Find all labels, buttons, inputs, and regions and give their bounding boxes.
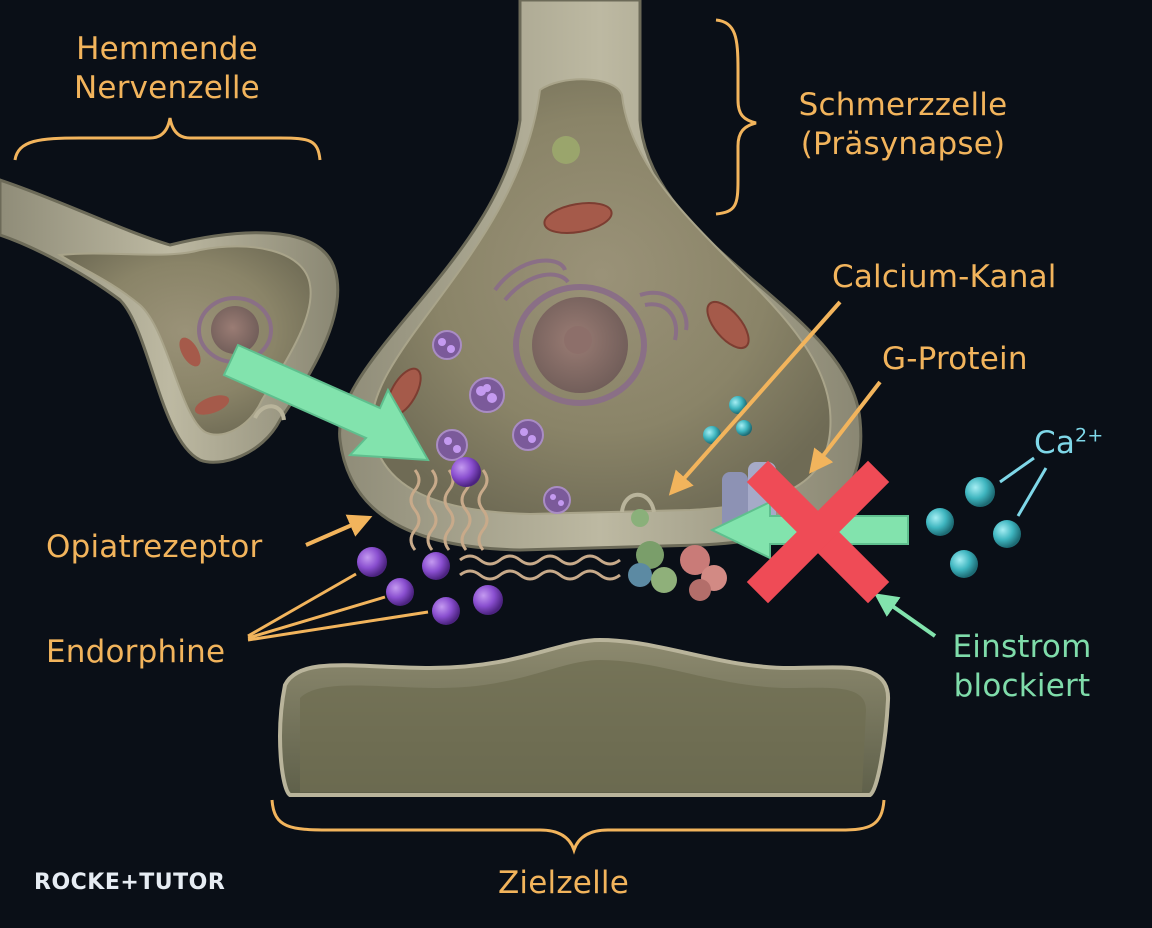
endorphin-molecules: [357, 547, 503, 625]
influx-blocked-label: Einstrom blockiert: [930, 628, 1114, 706]
endorphine-pointer-lines: [247, 572, 429, 642]
target-cell-brace: [270, 799, 886, 855]
pain-cell-label-line2: (Präsynapse): [800, 125, 1006, 162]
signal-arrow: [222, 343, 430, 462]
g-protein-arrow: [809, 380, 882, 474]
opiate-receptor-protein: [409, 457, 621, 581]
influx-blocked-label-line2: blockiert: [953, 667, 1091, 704]
inhibitory-neuron-label: Hemmende Nervenzelle: [52, 30, 282, 108]
blocked-cross-icon: [746, 460, 890, 604]
inhibitory-neuron-label-line2: Nervenzelle: [74, 69, 260, 106]
pain-cell-label-line1: Schmerzzelle: [798, 87, 1008, 123]
target-cell: [278, 637, 891, 797]
calcium-ion-symbol: Ca: [1034, 425, 1076, 461]
inhibitory-neuron: [0, 178, 340, 464]
calcium-channel-arrow: [668, 300, 842, 496]
endorphins-label: Endorphine: [46, 634, 226, 670]
opiate-receptor-arrow: [305, 514, 373, 547]
influx-blocked-label-line1: Einstrom: [952, 629, 1092, 665]
calcium-ions: [926, 477, 1021, 578]
pain-cell-brace: [715, 18, 757, 216]
influx-blocked-arrow: [874, 593, 937, 638]
brand-logo: ROCKE+TUTOR: [34, 870, 226, 895]
g-protein-label: G-Protein: [882, 341, 1028, 377]
calcium-ion-charge: 2+: [1075, 424, 1104, 447]
pain-cell-label: Schmerzzelle (Präsynapse): [772, 86, 1034, 164]
inhibitory-neuron-brace: [13, 117, 322, 161]
opiate-receptor-label: Opiatrezeptor: [46, 529, 263, 565]
calcium-ion-pointer-lines: [999, 456, 1048, 517]
inhibitory-neuron-label-line1: Hemmende: [76, 31, 258, 67]
g-protein-complex: [628, 509, 727, 601]
calcium-channel-label: Calcium-Kanal: [832, 259, 1057, 295]
calcium-ion-label: Ca2+: [1034, 424, 1103, 463]
target-cell-label: Zielzelle: [498, 865, 629, 901]
presynaptic-pain-cell: [338, 0, 863, 552]
